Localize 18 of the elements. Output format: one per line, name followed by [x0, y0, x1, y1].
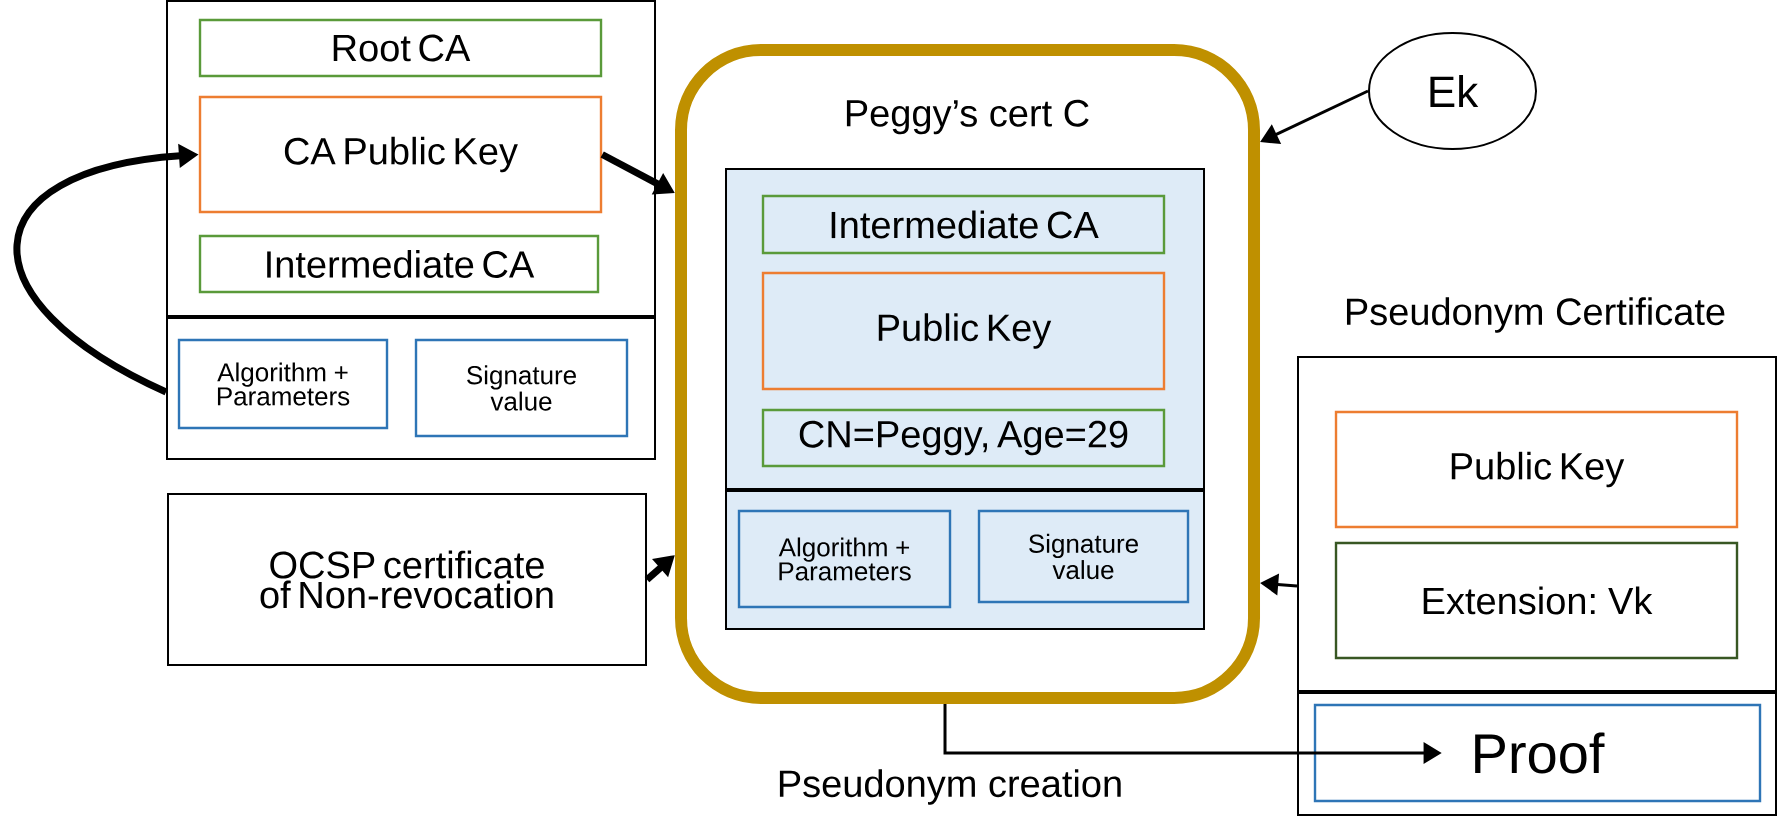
ocsp-box: OCSP certificate of Non-revocation — [167, 493, 647, 666]
algorithm-field: Algorithm + Parameters — [737, 509, 952, 609]
algorithm-field: Algorithm + Parameters — [177, 338, 389, 430]
extension-field: Extension: Vk — [1334, 541, 1739, 660]
signature-field: Signature value — [977, 509, 1190, 604]
public-key-field: Public Key — [1334, 410, 1739, 529]
signature-field: Signature value — [414, 338, 629, 438]
certificate-body — [725, 168, 1205, 630]
certificate-box — [166, 0, 656, 460]
public-key-field: CA Public Key — [198, 95, 603, 214]
edge-label: Pseudonym creation — [774, 767, 1126, 807]
proof-field: Proof — [1313, 703, 1762, 803]
issuer-field: Root CA — [198, 18, 603, 78]
subject-field: Intermediate CA — [198, 234, 600, 294]
issuer-field: Intermediate CA — [761, 194, 1166, 255]
node-label: Pseudonym Certificate — [1346, 297, 1725, 333]
public-key-field: Public Key — [761, 271, 1166, 391]
subject-field: CN=Peggy, Age=29 — [761, 408, 1166, 468]
